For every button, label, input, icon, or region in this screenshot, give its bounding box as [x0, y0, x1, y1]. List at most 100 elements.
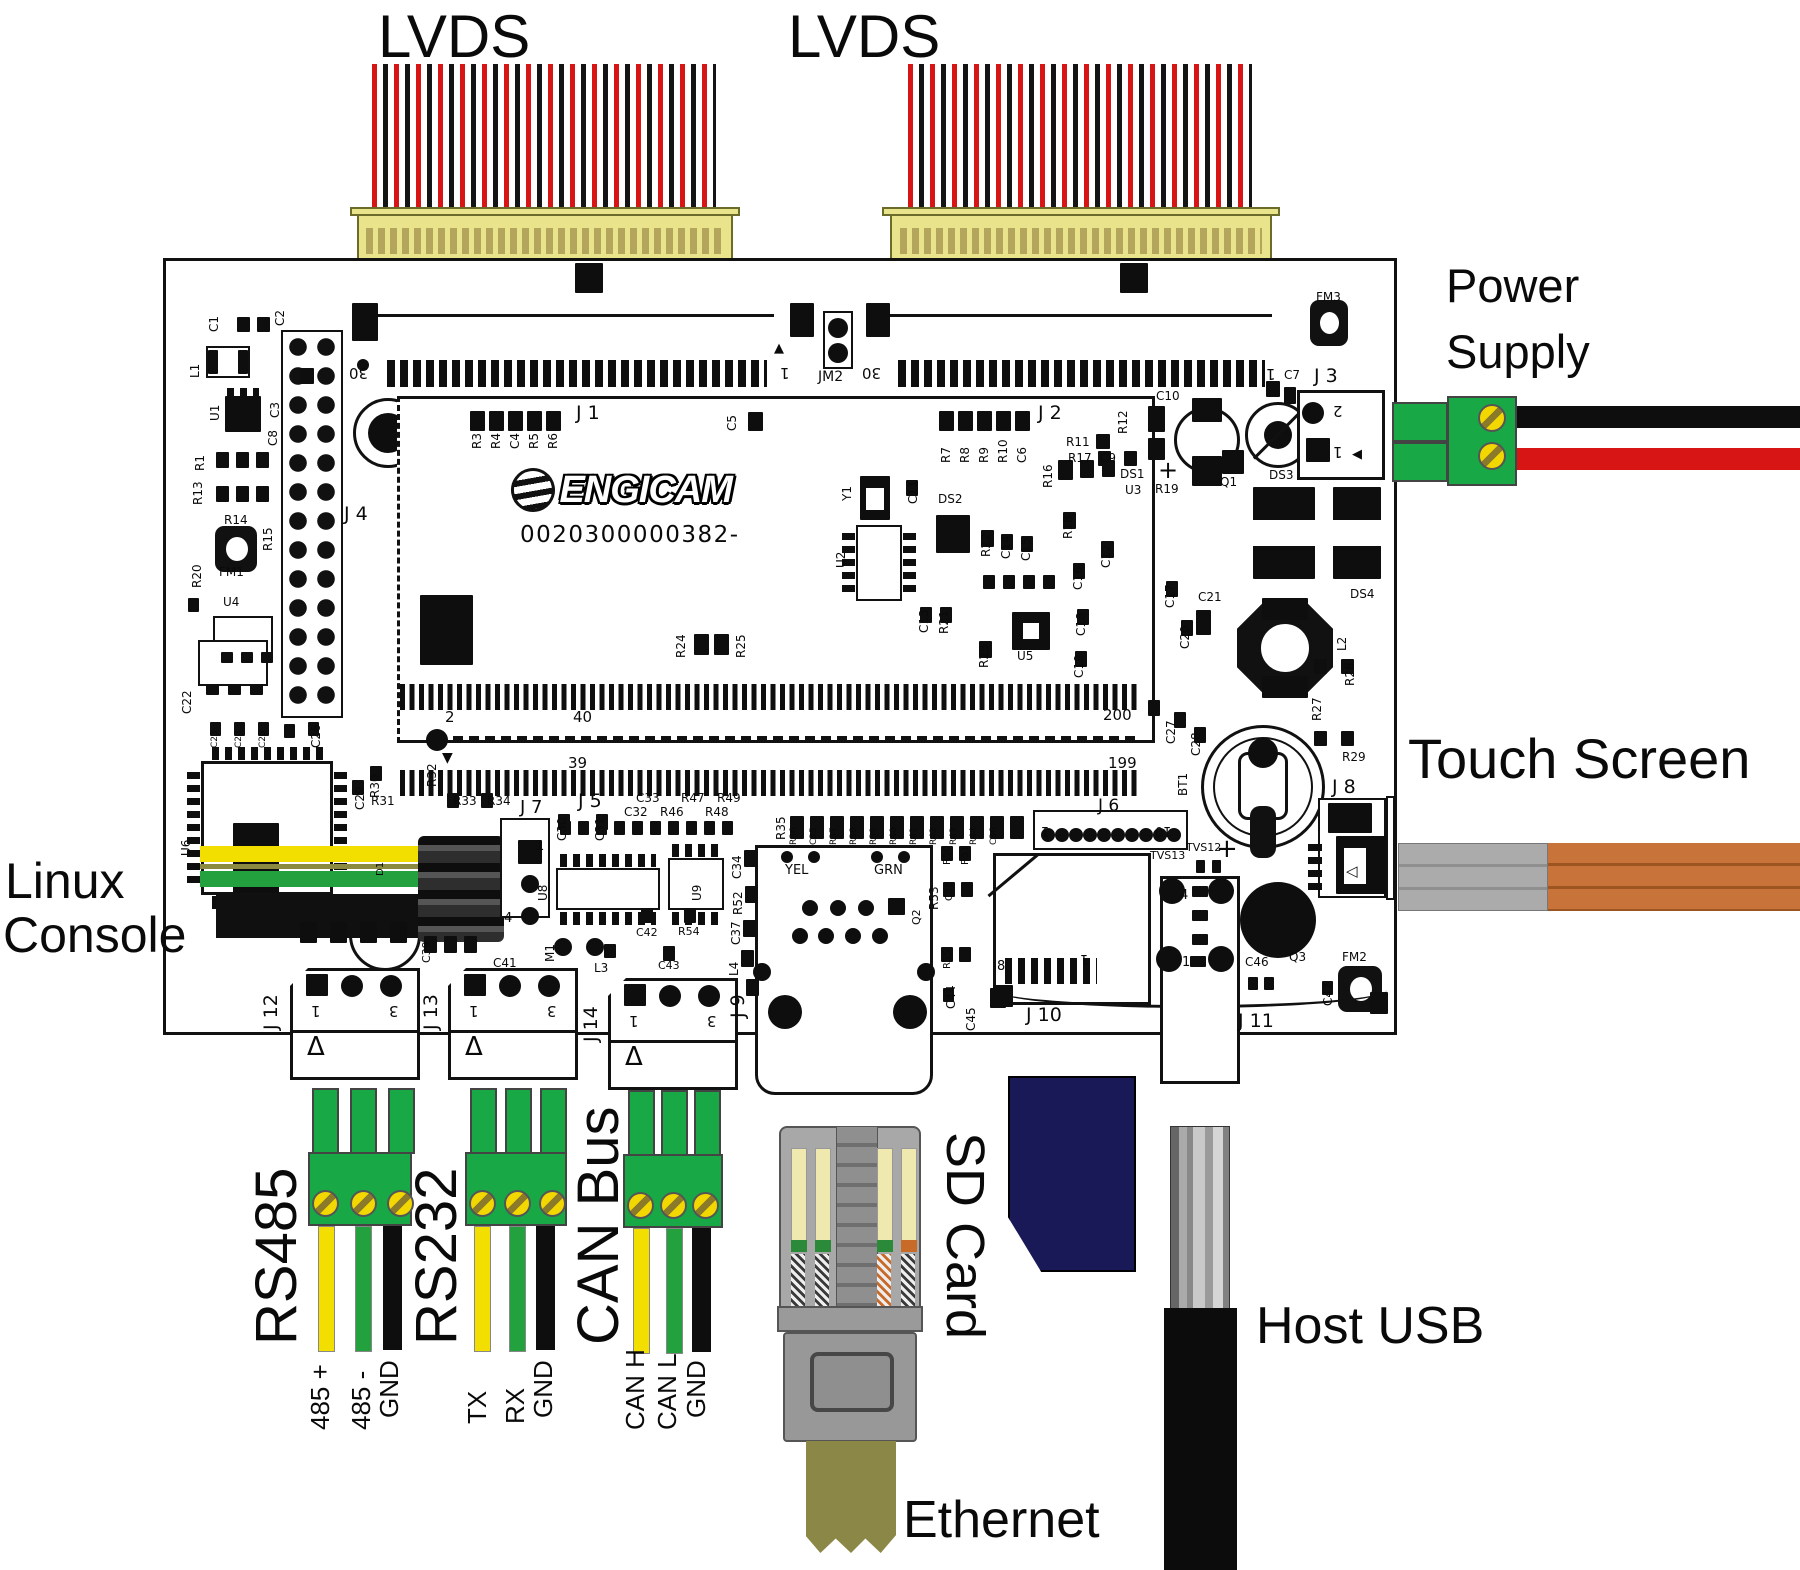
smd-pad: [208, 350, 218, 374]
silkscreen-ref: TVS13: [1150, 849, 1186, 862]
silkscreen-ref: R27: [1310, 697, 1324, 721]
smd-pad: [1212, 860, 1221, 873]
silkscreen-ref: U8: [536, 884, 550, 901]
ethernet-plug-wire-1: [791, 1254, 805, 1306]
rs232-screw-2: [504, 1190, 531, 1217]
silkscreen-ref: R11: [1066, 435, 1090, 449]
silkscreen-ref: R32: [425, 763, 439, 787]
silkscreen-ref: Q3: [1289, 950, 1307, 964]
smd-pad: [694, 634, 709, 655]
smd-pad: [210, 722, 221, 736]
can-pin-1: [628, 1090, 655, 1156]
rs485-pin-2: [350, 1088, 377, 1154]
smd-pad: [906, 480, 918, 496]
smd-pad: [983, 575, 995, 589]
via-dot: [1097, 828, 1111, 842]
silkscreen-ref: 3: [547, 1002, 557, 1020]
ethernet-plug-pin-tip-1: [791, 1240, 807, 1252]
smd-pad: [790, 816, 804, 839]
smd-pad: [1192, 934, 1208, 945]
silkscreen-ref: R10: [996, 439, 1010, 463]
silkscreen-ref: C44: [944, 985, 958, 1009]
ethernet-label: Ethernet: [903, 1491, 1100, 1549]
smd-pad: [1010, 816, 1024, 839]
smd-pad: [1102, 460, 1115, 477]
j14-divider: [608, 1040, 738, 1043]
silkscreen-ref: J 4: [344, 503, 368, 525]
smd-pad: [237, 317, 250, 332]
smd-pad: [810, 816, 824, 839]
j8-connector-body-a: [1328, 803, 1372, 833]
smd-pad: [1284, 387, 1296, 404]
smd-pad: [518, 840, 542, 864]
lvds-left-ribbon: [372, 64, 716, 210]
via-dot: [1125, 828, 1139, 842]
silkscreen-ref: C1: [207, 315, 221, 332]
smd-pad: [1101, 541, 1114, 558]
j8-connector-slot: [1344, 848, 1366, 884]
ethernet-cable: [806, 1441, 896, 1553]
smd-pad: [256, 486, 269, 502]
silkscreen-ref: C27: [1164, 720, 1178, 744]
j12-divider: [290, 1030, 420, 1033]
j4-header-holes: [284, 333, 340, 715]
sd-card: [1008, 1076, 1136, 1272]
smd-pad: [1058, 460, 1073, 480]
via-dot: [499, 975, 521, 997]
smd-pad: [941, 846, 953, 861]
smd-pad: [1148, 406, 1165, 432]
smd-pad: [250, 684, 263, 695]
via-dot: [830, 900, 846, 916]
u1-pins: [227, 388, 259, 397]
smd-pad: [704, 821, 715, 835]
can-pin-3: [694, 1090, 721, 1156]
smd-pad: [939, 411, 954, 431]
rs485-wire-yellow: [318, 1226, 335, 1352]
silkscreen-ref: +: [1216, 834, 1238, 864]
u1-chip: [225, 396, 261, 432]
smd-pad: [977, 411, 992, 431]
silkscreen-ref: R35: [774, 816, 788, 840]
smd-pad: [1248, 977, 1258, 990]
engicam-logo-text: ENGICAM: [559, 468, 732, 511]
silkscreen-ref: DS3: [1269, 468, 1294, 482]
silkscreen-ref: J 13: [420, 994, 442, 1030]
silkscreen-ref: L1: [188, 363, 202, 378]
smd-pad: [943, 882, 955, 897]
host-usb-label: Host USB: [1256, 1297, 1485, 1355]
silkscreen-ref: J 3: [1314, 365, 1338, 387]
via-dot: [1055, 828, 1069, 842]
silkscreen-ref: 1: [1041, 823, 1050, 838]
c22-component: [198, 640, 268, 686]
smd-pad: [920, 607, 932, 623]
smd-pad: [1194, 727, 1206, 743]
via-dot: [1139, 828, 1153, 842]
silkscreen-ref: FM2: [1342, 950, 1367, 964]
silkscreen-ref: C20: [1178, 625, 1192, 649]
smd-pad: [870, 816, 884, 839]
silkscreen-ref: R9: [977, 447, 991, 463]
via-dot: [521, 907, 539, 925]
via-dot: [1208, 946, 1234, 972]
lvds-right-ribbon: [908, 64, 1252, 210]
silkscreen-ref: R25: [734, 634, 748, 658]
smd-pad: [1063, 512, 1076, 529]
ethernet-plug-latch: [810, 1352, 894, 1412]
smd-pad: [641, 908, 653, 923]
j8-connector-pins: [1308, 844, 1322, 896]
smd-pad: [866, 303, 890, 337]
u8-pins-top: [560, 854, 656, 867]
silkscreen-ref: R15: [261, 527, 275, 551]
silkscreen-ref: Δ: [307, 1032, 325, 1062]
u5-die: [1023, 623, 1039, 639]
silkscreen-ref: R6: [546, 433, 560, 449]
smd-pad: [790, 303, 814, 337]
silkscreen-ref: R24: [674, 634, 688, 658]
silkscreen-ref: 1: [469, 1002, 479, 1020]
smd-pad: [1192, 910, 1208, 921]
ethernet-plug-wire-3: [877, 1254, 891, 1306]
smd-pad: [216, 452, 229, 468]
lvds-left-label: LVDS: [378, 3, 531, 70]
silkscreen-ref: U3: [1125, 483, 1142, 497]
via-dot: [341, 975, 363, 997]
